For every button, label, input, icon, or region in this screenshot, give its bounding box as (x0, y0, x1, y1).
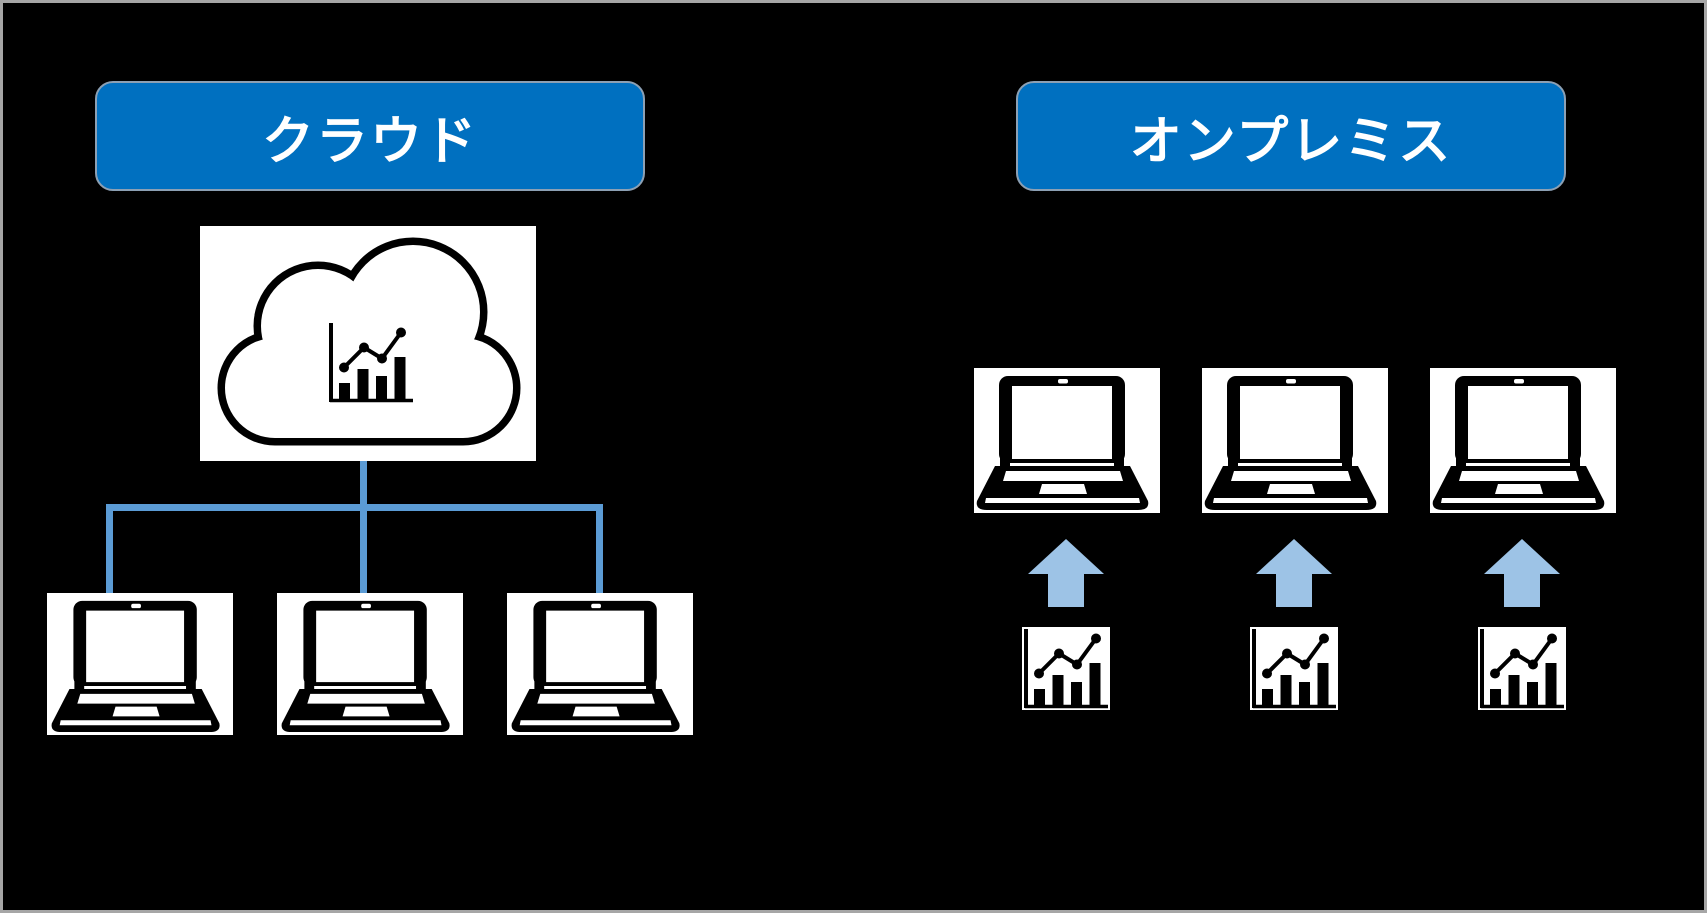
laptop-icon (974, 368, 1160, 513)
onprem-chart-source-2 (1250, 627, 1338, 710)
onprem-section-header: オンプレミス (1016, 81, 1566, 191)
onprem-laptop-1 (974, 368, 1160, 513)
connector-drop-left (106, 504, 113, 593)
cloud-section-header: クラウド (95, 81, 645, 191)
onprem-laptop-3 (1430, 368, 1616, 513)
up-arrow-icon-3 (1484, 539, 1560, 607)
laptop-icon (1202, 368, 1388, 513)
connector-drop-right (596, 504, 603, 593)
onprem-chart-source-1 (1022, 627, 1110, 710)
onprem-laptop-2 (1202, 368, 1388, 513)
cloud-panel (200, 226, 536, 461)
analytics-chart-icon (1250, 627, 1338, 710)
up-arrow-icon-1 (1028, 539, 1104, 607)
connector-horizontal-line (106, 504, 603, 511)
cloud-section-title: クラウド (261, 112, 478, 171)
laptop-icon (277, 593, 463, 735)
laptop-icon (47, 593, 233, 735)
cloud-client-laptop-3 (507, 593, 693, 735)
cloud-analytics-icon (200, 226, 536, 461)
up-arrow-icon-2 (1256, 539, 1332, 607)
analytics-chart-icon (1478, 627, 1566, 710)
onprem-section-title: オンプレミス (1129, 112, 1453, 171)
laptop-icon (507, 593, 693, 735)
analytics-chart-icon (1022, 627, 1110, 710)
cloud-client-laptop-2 (277, 593, 463, 735)
connector-cloud-stub (360, 461, 367, 593)
laptop-icon (1430, 368, 1616, 513)
onprem-chart-source-3 (1478, 627, 1566, 710)
cloud-client-laptop-1 (47, 593, 233, 735)
